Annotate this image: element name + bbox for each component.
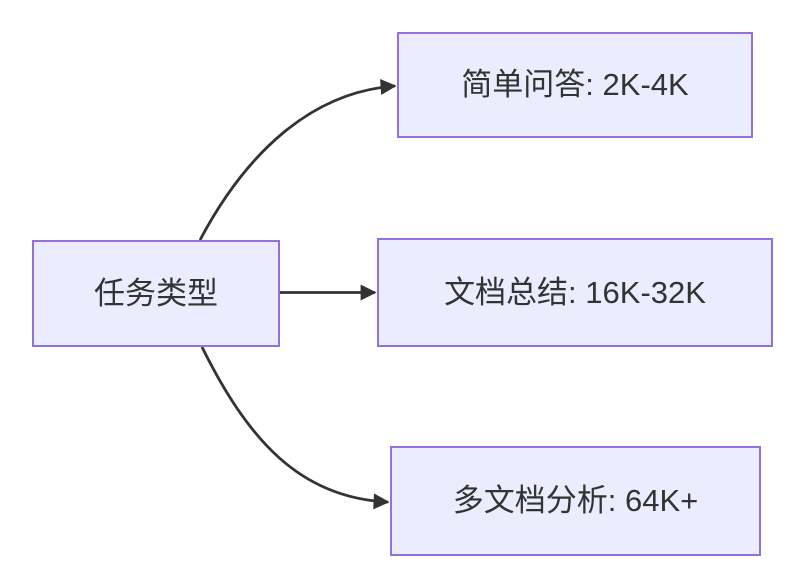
node-task-type: 任务类型 — [32, 240, 280, 347]
edge-task-type-to-simple-qa — [198, 79, 397, 241]
edge-task-type-to-multi-doc-analysis — [200, 346, 390, 510]
node-multi-doc-analysis: 多文档分析: 64K+ — [390, 446, 761, 556]
node-simple-qa-label: 简单问答: 2K-4K — [461, 67, 689, 103]
node-doc-summary-label: 文档总结: 16K-32K — [444, 274, 706, 310]
node-multi-doc-analysis-label: 多文档分析: 64K+ — [452, 483, 699, 519]
node-simple-qa: 简单问答: 2K-4K — [397, 32, 753, 138]
node-task-type-label: 任务类型 — [94, 275, 218, 311]
node-doc-summary: 文档总结: 16K-32K — [377, 238, 773, 347]
